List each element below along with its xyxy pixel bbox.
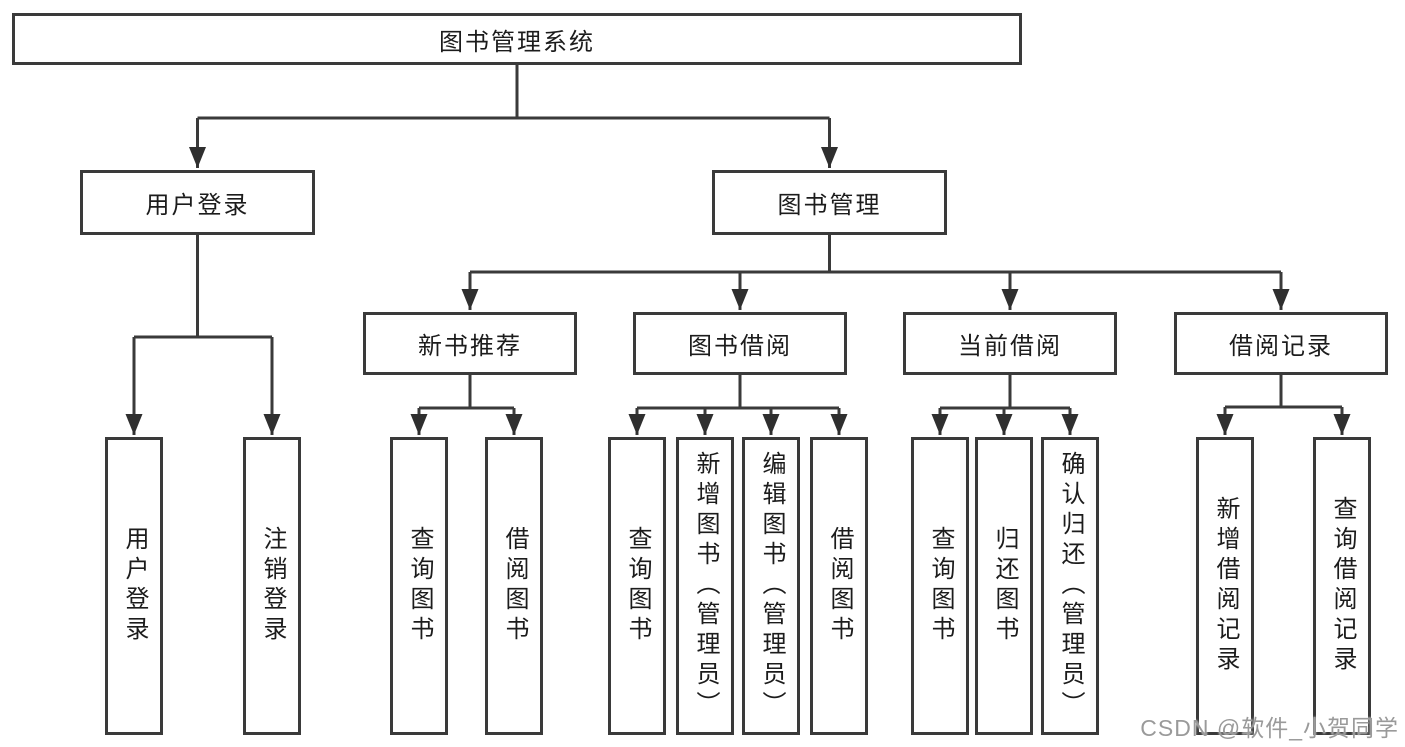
leaf-confirm-return-admin: 确认归还（管理员） — [1041, 437, 1099, 735]
leaf-label: 查询借阅记录 — [1329, 496, 1356, 676]
leaf-label: 借阅图书 — [826, 526, 853, 646]
node-label: 图书管理系统 — [439, 28, 595, 56]
leaf-borrow-books: 借阅图书 — [810, 437, 868, 735]
node-label: 用户登录 — [145, 192, 250, 219]
node-label: 图书借阅 — [688, 333, 792, 360]
node-label: 当前借阅 — [958, 333, 1062, 360]
leaf-query-borrow-record: 查询借阅记录 — [1313, 437, 1371, 735]
node-borrow-records: 借阅记录 — [1174, 312, 1388, 375]
leaf-label: 归还图书 — [991, 526, 1018, 646]
leaf-logout: 注销登录 — [243, 437, 301, 735]
leaf-label: 确认归还（管理员） — [1057, 451, 1084, 721]
node-root-system: 图书管理系统 — [12, 13, 1022, 65]
leaf-query-books-recommend: 查询图书 — [390, 437, 448, 735]
leaf-label: 查询图书 — [927, 526, 954, 646]
leaf-label: 新增图书（管理员） — [692, 451, 719, 721]
leaf-return-books: 归还图书 — [975, 437, 1033, 735]
node-user-login: 用户登录 — [80, 170, 315, 235]
leaf-add-books-admin: 新增图书（管理员） — [676, 437, 734, 735]
csdn-watermark: CSDN @软件_小贺同学 — [1140, 715, 1399, 741]
leaf-label: 查询图书 — [624, 526, 651, 646]
leaf-label: 用户登录 — [121, 526, 148, 646]
leaf-query-books-borrow: 查询图书 — [608, 437, 666, 735]
node-book-management: 图书管理 — [712, 170, 947, 235]
node-label: 图书管理 — [777, 192, 882, 219]
leaf-label: 查询图书 — [406, 526, 433, 646]
node-book-borrow: 图书借阅 — [633, 312, 847, 375]
leaf-borrow-books-recommend: 借阅图书 — [485, 437, 543, 735]
leaf-label: 编辑图书（管理员） — [758, 451, 785, 721]
node-label: 借阅记录 — [1229, 333, 1333, 360]
node-current-borrow: 当前借阅 — [903, 312, 1117, 375]
leaf-label: 注销登录 — [259, 526, 286, 646]
leaf-label: 新增借阅记录 — [1212, 496, 1239, 676]
node-new-book-recommend: 新书推荐 — [363, 312, 577, 375]
node-label: 新书推荐 — [418, 333, 522, 360]
leaf-user-login: 用户登录 — [105, 437, 163, 735]
leaf-add-borrow-record: 新增借阅记录 — [1196, 437, 1254, 735]
leaf-edit-books-admin: 编辑图书（管理员） — [742, 437, 800, 735]
leaf-query-books-current: 查询图书 — [911, 437, 969, 735]
leaf-label: 借阅图书 — [501, 526, 528, 646]
